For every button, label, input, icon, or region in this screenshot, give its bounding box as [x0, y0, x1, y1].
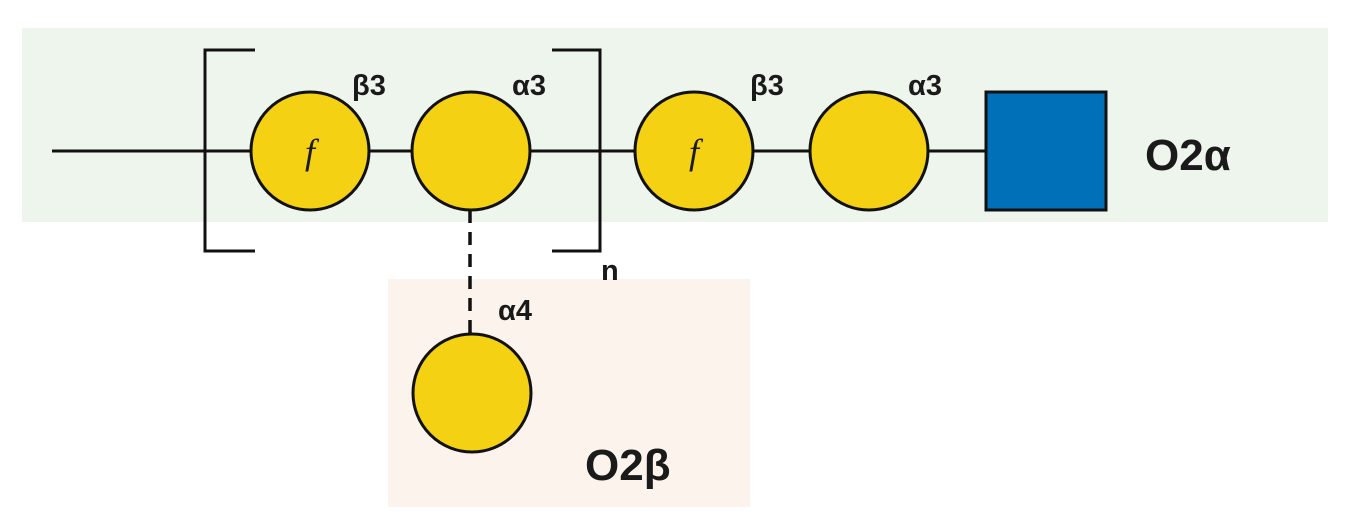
galnac-square: [984, 90, 1108, 212]
galactofuranose-residue: f: [633, 90, 755, 212]
repeat-bracket-left: [203, 48, 255, 253]
galactose-residue: [808, 90, 930, 212]
repeat-galactofuranose-residue: f: [249, 90, 371, 212]
galactose-circle: [410, 90, 532, 212]
branch-galactose-residue: [411, 332, 533, 454]
galactose-circle: [249, 90, 371, 212]
linkage-label-repeat-beta3: β3: [352, 70, 386, 102]
region-label-o2b: O2β: [585, 441, 671, 490]
galactose-circle: [808, 90, 930, 212]
repeat-galactose-residue: [410, 90, 532, 212]
repeat-subscript-n: n: [601, 255, 619, 287]
linkage-label-alpha3: α3: [908, 70, 942, 102]
region-label-o2a: O2α: [1145, 131, 1231, 180]
galactose-circle: [411, 332, 533, 454]
linkage-label-repeat-alpha3: α3: [512, 70, 546, 102]
repeat-bracket-right: [552, 48, 602, 253]
linkage-label-branch-alpha4: α4: [498, 295, 532, 327]
linkage-label-beta3: β3: [750, 70, 784, 102]
galactose-circle: [633, 90, 755, 212]
